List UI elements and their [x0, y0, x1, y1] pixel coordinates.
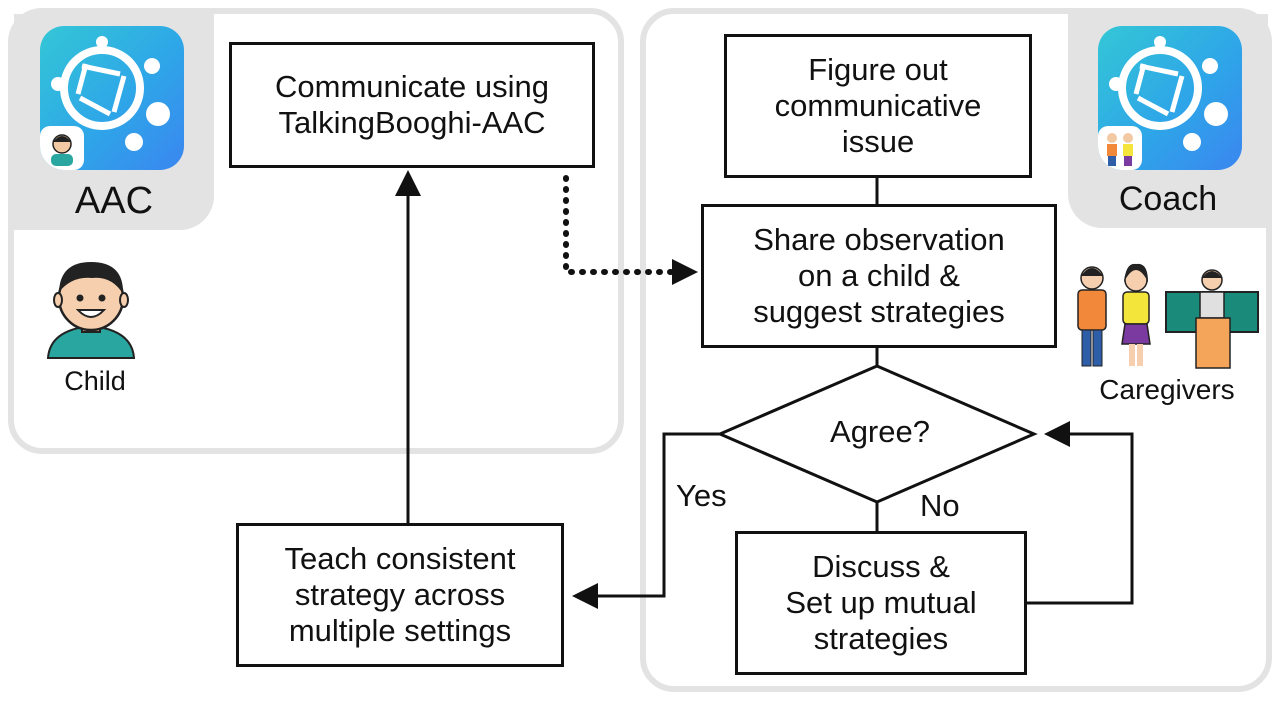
communicate-text: Communicate using TalkingBooghi-AAC — [275, 69, 549, 140]
arrowhead-yes — [572, 583, 598, 609]
decision-question: Agree? — [830, 414, 930, 449]
caregivers-label: Caregivers — [1099, 374, 1235, 405]
arrowhead-up — [395, 170, 421, 196]
yes-label: Yes — [676, 478, 727, 513]
teach-text: Teach consistent strategy across multipl… — [284, 541, 516, 648]
loop-discuss-to-decision — [1027, 432, 1134, 605]
share-observation-text: Share observation on a child & suggest s… — [753, 222, 1005, 329]
discuss-text: Discuss & Set up mutual strategies — [785, 549, 977, 656]
communicate-box: Communicate using TalkingBooghi-AAC — [229, 42, 595, 168]
arrowhead-dotted — [672, 259, 698, 285]
aac-app-label: AAC — [74, 180, 154, 222]
coach-app-label: Coach — [1118, 180, 1218, 218]
discuss-box: Discuss & Set up mutual strategies — [735, 531, 1027, 675]
child-figure — [46, 262, 136, 359]
dotted-communicate-to-share — [563, 175, 675, 275]
figure-out-text: Figure out communicative issue — [774, 52, 982, 159]
no-label: No — [920, 488, 960, 523]
caregivers-figures — [1077, 263, 1259, 369]
aac-app-icon — [40, 26, 184, 170]
teach-box: Teach consistent strategy across multipl… — [236, 523, 564, 667]
figure-out-box: Figure out communicative issue — [724, 34, 1032, 178]
child-label: Child — [64, 366, 126, 396]
arrowhead-loop — [1044, 421, 1070, 447]
share-observation-box: Share observation on a child & suggest s… — [701, 204, 1057, 348]
line-decision-to-teach — [598, 432, 720, 598]
coach-app-icon — [1098, 26, 1242, 170]
